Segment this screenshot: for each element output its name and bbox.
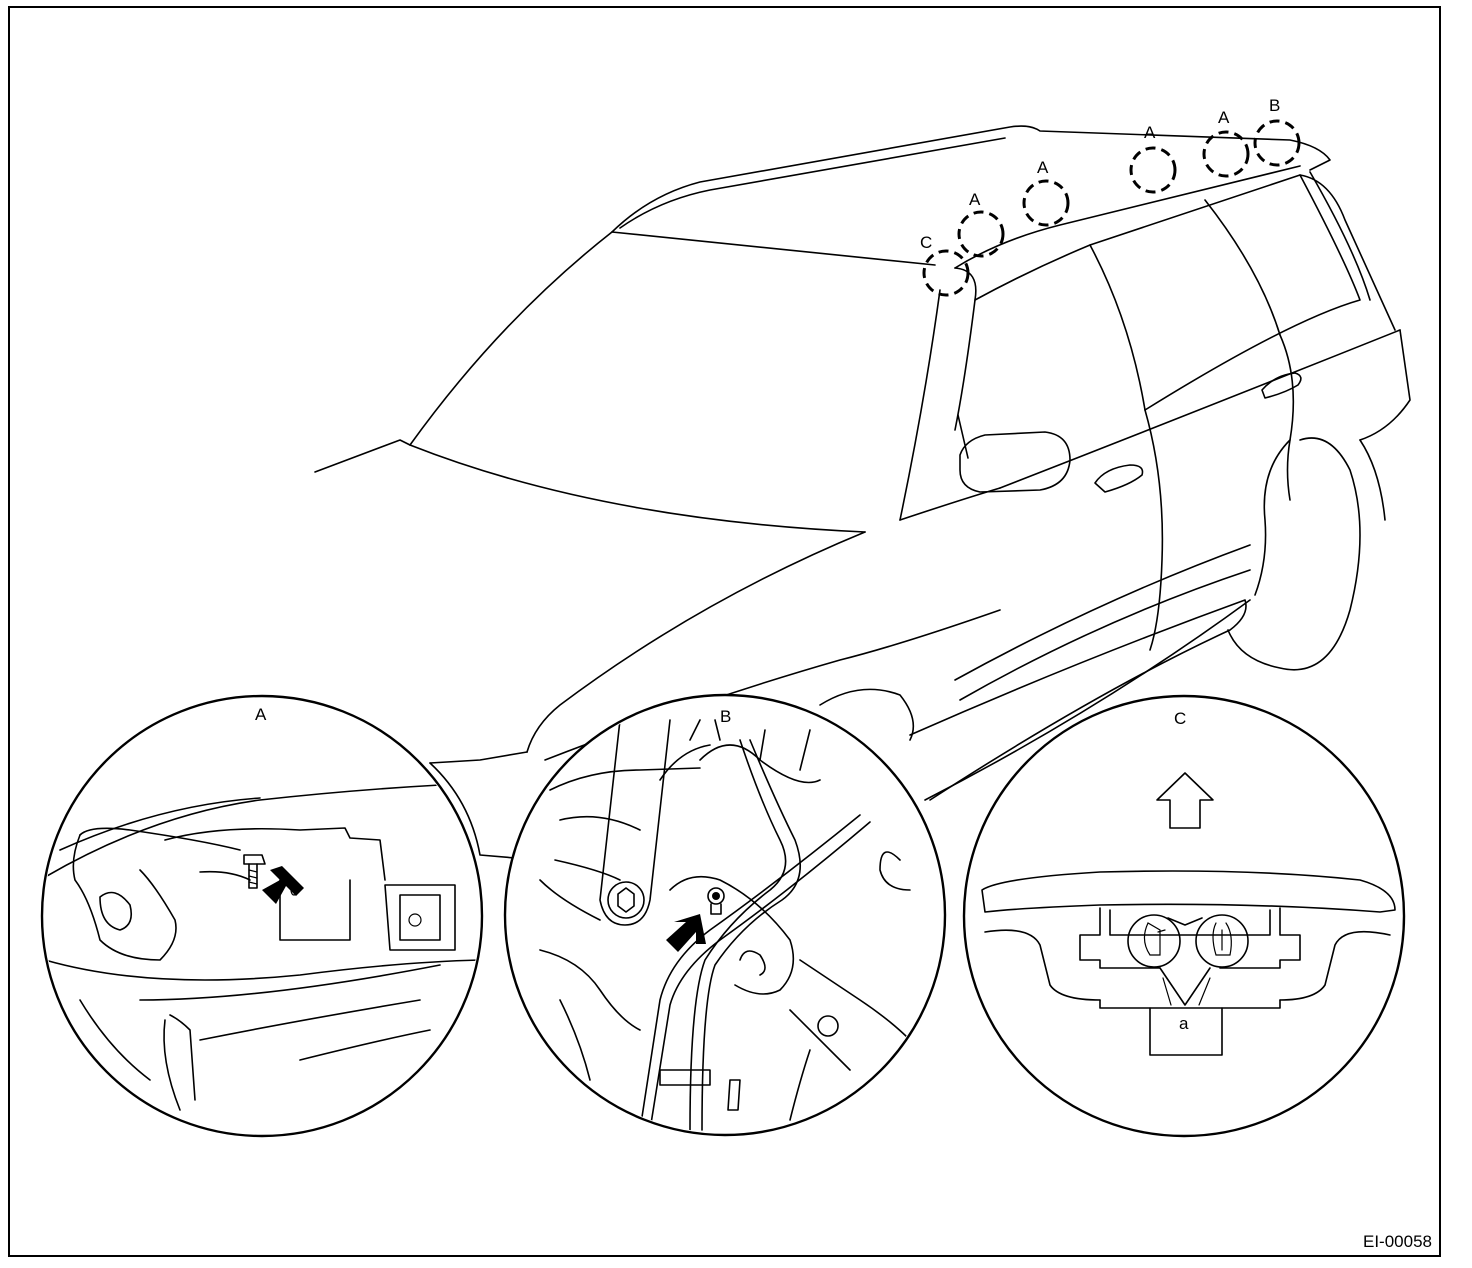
up-arrow-icon (1156, 772, 1214, 829)
callout-label-a3: A (1144, 123, 1156, 142)
callout-label-b: B (1269, 96, 1280, 115)
arrow-pointer-icon (262, 866, 304, 904)
callout-markers: C A A A A B (920, 96, 1301, 297)
detail-a: A (40, 694, 484, 1138)
callout-label-a2: A (1037, 158, 1049, 177)
callout-label-a1: A (969, 190, 981, 209)
detail-c: a C (962, 694, 1406, 1138)
figure-frame (8, 6, 1441, 1257)
figure-id: EI-00058 (1363, 1232, 1432, 1251)
callout-label-a4: A (1218, 108, 1230, 127)
callout-label-c: C (920, 233, 932, 252)
detail-b-title: B (720, 707, 731, 726)
arrow-pointer-icon (666, 914, 706, 952)
detail-a-title: A (255, 705, 267, 724)
detail-c-title: C (1174, 709, 1186, 728)
detail-c-part-label: a (1179, 1014, 1189, 1033)
detail-b: B (503, 693, 947, 1137)
